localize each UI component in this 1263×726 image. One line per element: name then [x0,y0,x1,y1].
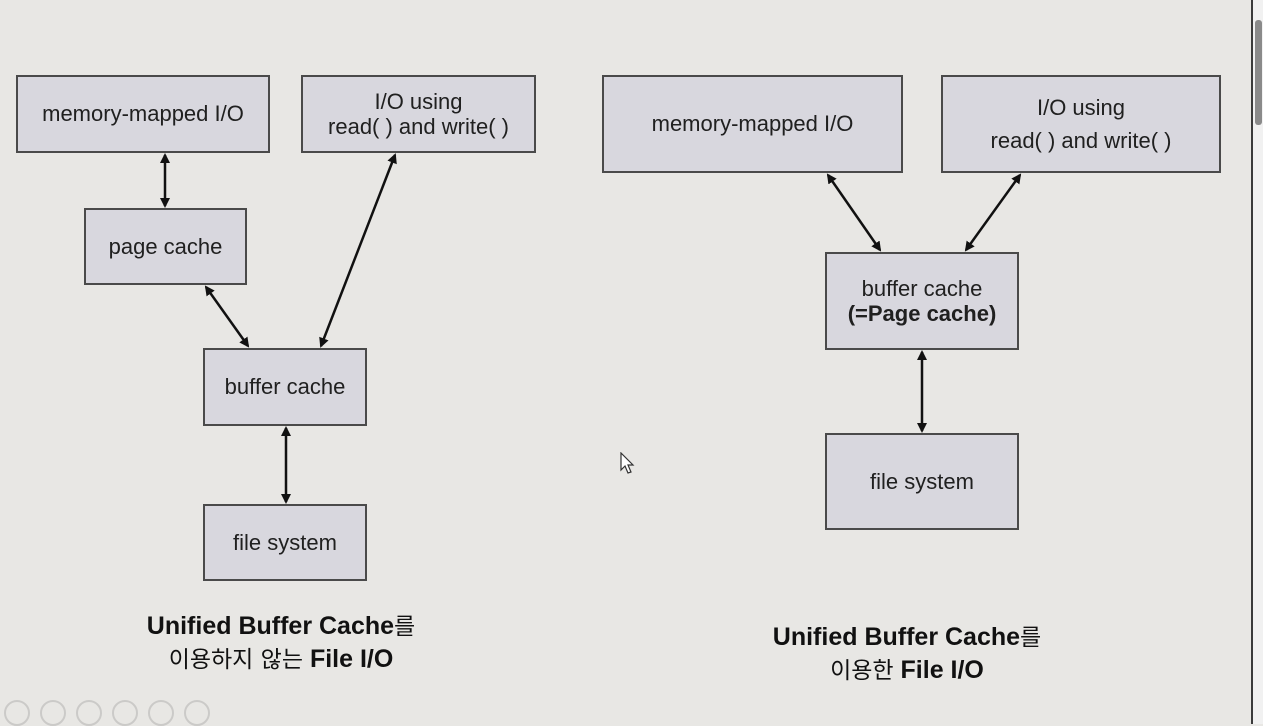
left-caption-line-2: 이용하지 않는 File I/O [76,643,486,676]
toolbar-pen-icon[interactable] [76,700,102,726]
mouse-cursor-icon [620,452,635,474]
right-caption-line-2: 이용한 File I/O [702,654,1112,687]
right-caption-file-io: File I/O [900,655,984,684]
right-buffer-cache-label: buffer cache [861,275,983,301]
left-caption-bold: Unified Buffer Cache [146,612,395,640]
left-buffer-cache-label: buffer cache [224,374,346,400]
left-caption: Unified Buffer Cache를 이용하지 않는 File I/O [76,610,486,676]
arrow-right-io-buffer-cache [964,173,1022,252]
right-caption-line-1: Unified Buffer Cache를 [702,621,1112,654]
right-caption-bold: Unified Buffer Cache [772,623,1021,651]
right-caption-prefix: 이용한 [830,657,894,684]
right-io-using-label: I/O using [1036,94,1126,120]
left-caption-particle: 를 [394,614,416,640]
left-caption-prefix: 이용하지 않는 [168,646,303,673]
left-io-read-write-box: I/O using read( ) and write( ) [301,75,536,153]
presentation-toolbar [4,700,210,726]
right-caption-particle: 를 [1020,625,1042,651]
left-page-cache-label: page cache [108,233,223,259]
toolbar-grid-icon[interactable] [112,700,138,726]
left-read-write-label: read( ) and write( ) [328,114,509,139]
right-io-read-write-box: I/O using read( ) and write( ) [941,75,1221,173]
left-caption-line-1: Unified Buffer Cache를 [76,610,486,643]
toolbar-more-icon[interactable] [184,700,210,726]
toolbar-next-icon[interactable] [40,700,66,726]
left-file-system-box: file system [203,504,367,581]
right-caption: Unified Buffer Cache를 이용한 File I/O [702,621,1112,687]
right-page-cache-equivalence-label: (=Page cache) [847,301,997,326]
arrow-io-buffer-cache [319,153,397,348]
left-caption-file-io: File I/O [309,644,394,673]
toolbar-prev-icon[interactable] [4,700,30,726]
toolbar-zoom-icon[interactable] [148,700,174,726]
right-file-system-box: file system [825,433,1019,530]
left-io-using-label: I/O using [374,88,463,114]
right-memory-mapped-io-box: memory-mapped I/O [602,75,903,173]
arrow-page-cache-buffer-cache [204,285,250,348]
arrow-right-mmio-buffer-cache [826,173,882,252]
right-read-write-label: read( ) and write( ) [990,128,1172,153]
left-buffer-cache-box: buffer cache [203,348,367,426]
left-memory-mapped-io-label: memory-mapped I/O [42,101,244,127]
vertical-scrollbar[interactable] [1251,0,1263,724]
right-file-system-label: file system [870,468,974,494]
left-file-system-label: file system [233,529,337,555]
scrollbar-thumb[interactable] [1255,20,1262,125]
right-buffer-cache-box: buffer cache (=Page cache) [825,252,1019,350]
left-memory-mapped-io-box: memory-mapped I/O [16,75,270,153]
right-memory-mapped-io-label: memory-mapped I/O [651,111,854,137]
left-page-cache-box: page cache [84,208,247,285]
